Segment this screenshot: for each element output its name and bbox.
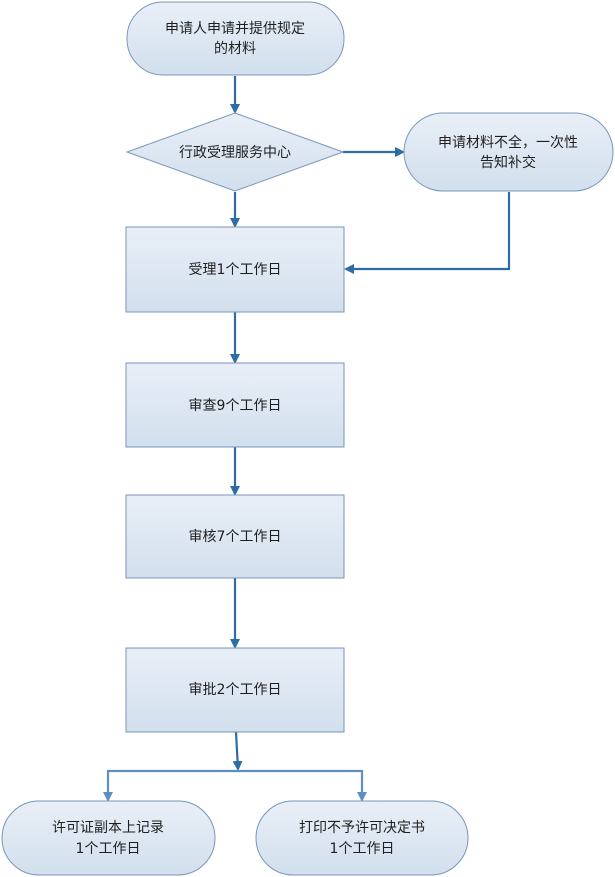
result-left-line2: 1个工作日 — [76, 841, 141, 857]
arrow-split-to-result-right — [238, 769, 367, 802]
result-left-line1: 许可证副本上记录 — [52, 820, 164, 836]
step-approve-label: 审批2个工作日 — [189, 682, 282, 698]
arrow-step4-to-split — [232, 731, 243, 771]
step-review-label: 审查9个工作日 — [189, 398, 282, 414]
supplement-node-line1: 申请材料不全，一次性 — [438, 134, 578, 151]
connectors — [103, 76, 511, 802]
result-left-node: 许可证副本上记录 1个工作日 — [1, 800, 216, 876]
result-right-node: 打印不予许可决定书 1个工作日 — [255, 800, 469, 876]
step-accept: 受理1个工作日 — [125, 226, 345, 313]
step-review: 审查9个工作日 — [125, 362, 345, 448]
step-verify-label: 审核7个工作日 — [189, 529, 282, 545]
result-right-line1: 打印不予许可决定书 — [299, 819, 425, 836]
start-node-line1: 申请人申请并提供规定 — [165, 21, 305, 37]
step-accept-label: 受理1个工作日 — [189, 262, 282, 278]
supplement-node: 申请材料不全，一次性 告知补交 — [403, 112, 614, 192]
center-decision-label: 行政受理服务中心 — [179, 145, 291, 161]
step-verify: 审核7个工作日 — [125, 494, 345, 579]
arrow-supplement-to-step1 — [344, 192, 511, 274]
start-node-line2: 的材料 — [214, 41, 256, 57]
center-decision-node: 行政受理服务中心 — [125, 112, 345, 192]
step-approve: 审批2个工作日 — [125, 647, 345, 733]
arrow-split-to-result-left — [103, 769, 238, 802]
result-right-line2: 1个工作日 — [330, 841, 395, 857]
supplement-node-line2: 告知补交 — [480, 154, 536, 171]
start-node: 申请人申请并提供规定 的材料 — [126, 1, 345, 76]
